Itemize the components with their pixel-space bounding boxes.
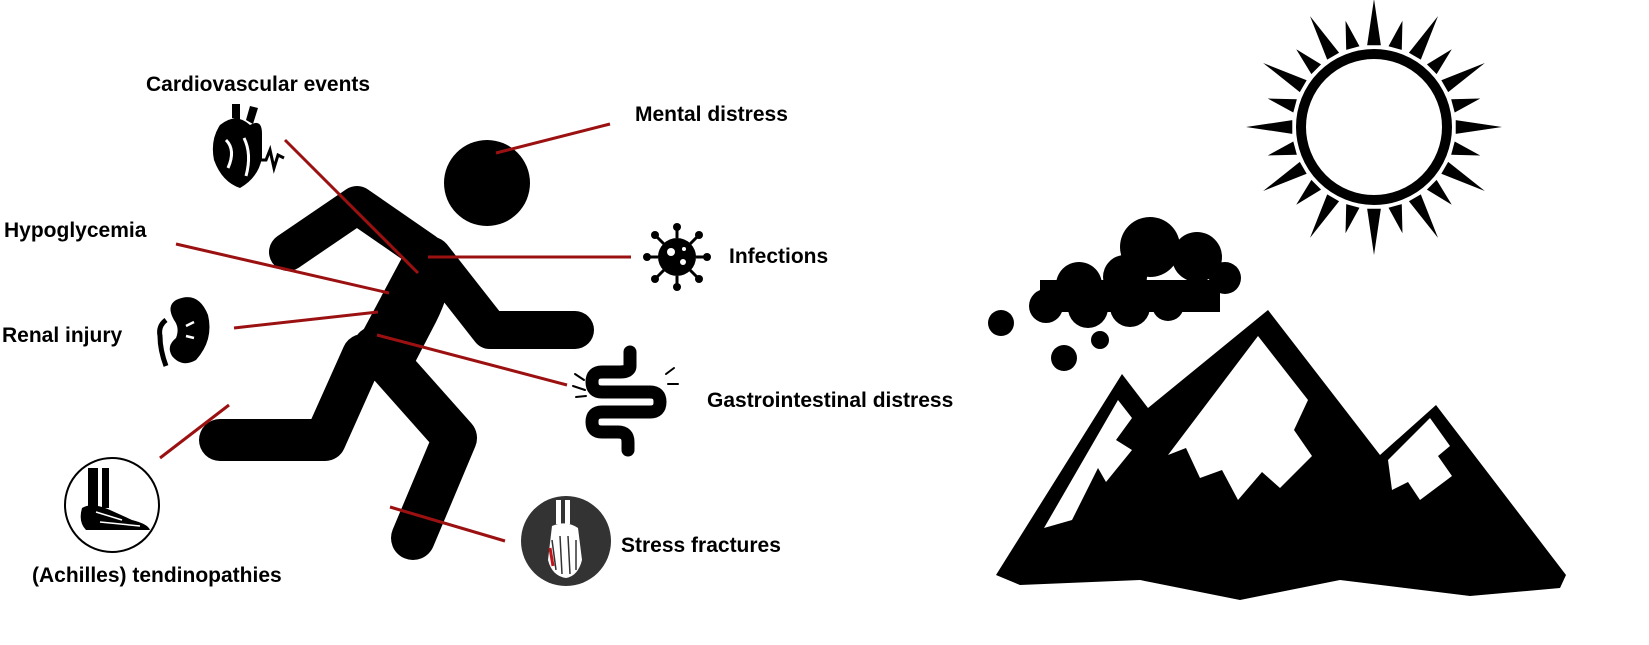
- runner-back-leg: [199, 334, 384, 461]
- label-mental-distress: Mental distress: [635, 103, 788, 126]
- sun-ray: [1267, 141, 1297, 156]
- connector-cardiovascular: [283, 138, 420, 275]
- sun-ray: [1310, 16, 1340, 60]
- label-renal-injury: Renal injury: [2, 324, 123, 347]
- sun-ray: [1296, 179, 1322, 205]
- connector-lines: [159, 122, 631, 543]
- connector-mental: [495, 122, 611, 155]
- sun-ray: [1451, 141, 1481, 156]
- mountain-icon: [996, 310, 1566, 600]
- sun-ray: [1310, 194, 1340, 238]
- sun-ray: [1388, 204, 1403, 234]
- label-hypoglycemia: Hypoglycemia: [4, 219, 147, 242]
- sun-ray: [1367, 0, 1381, 46]
- sun-ray: [1408, 194, 1438, 238]
- sun-disc: [1296, 49, 1452, 205]
- sun-ray: [1263, 63, 1307, 93]
- label-gastrointestinal-distress: Gastrointestinal distress: [707, 389, 954, 412]
- intestine-icon: [572, 345, 679, 457]
- runner-back-arm: [269, 186, 444, 271]
- sun-ray: [1426, 179, 1452, 205]
- ankle-xray-icon: [64, 457, 160, 553]
- sun-ray: [1267, 98, 1297, 113]
- label-cardiovascular-events: Cardiovascular events: [146, 73, 371, 96]
- sun-ray: [1441, 63, 1485, 93]
- sun-ray: [1345, 20, 1360, 50]
- sun-ray: [1408, 16, 1438, 60]
- sun-icon: [1246, 0, 1502, 255]
- runner-front-leg: [353, 326, 477, 560]
- sun-ray: [1367, 208, 1381, 255]
- connector-tendinopathies: [159, 403, 230, 460]
- heart-icon: [212, 104, 285, 188]
- sun-ray: [1426, 49, 1452, 75]
- sun-ray: [1263, 161, 1307, 191]
- label-stress-fractures: Stress fractures: [621, 534, 781, 557]
- cloud-icon: [988, 217, 1241, 371]
- foot-xray-icon: [521, 496, 611, 586]
- runner-front-arm: [413, 237, 594, 349]
- runner-head: [444, 140, 530, 226]
- sun-ray: [1451, 98, 1481, 113]
- sun-ray: [1441, 161, 1485, 191]
- sun-ray: [1455, 120, 1502, 134]
- virus-icon: [643, 223, 711, 291]
- connector-stress-fractures: [389, 505, 506, 543]
- connector-renal: [233, 310, 379, 330]
- sun-ray: [1296, 49, 1322, 75]
- label-tendinopathies: (Achilles) tendinopathies: [32, 564, 282, 587]
- kidney-icon: [157, 297, 210, 367]
- connector-hypoglycemia: [175, 242, 390, 295]
- label-infections: Infections: [729, 245, 829, 268]
- sun-ray: [1388, 20, 1403, 50]
- connector-gastrointestinal: [376, 333, 568, 387]
- sun-ray: [1246, 120, 1293, 134]
- sun-ray: [1345, 204, 1360, 234]
- runner-figure: [199, 140, 594, 560]
